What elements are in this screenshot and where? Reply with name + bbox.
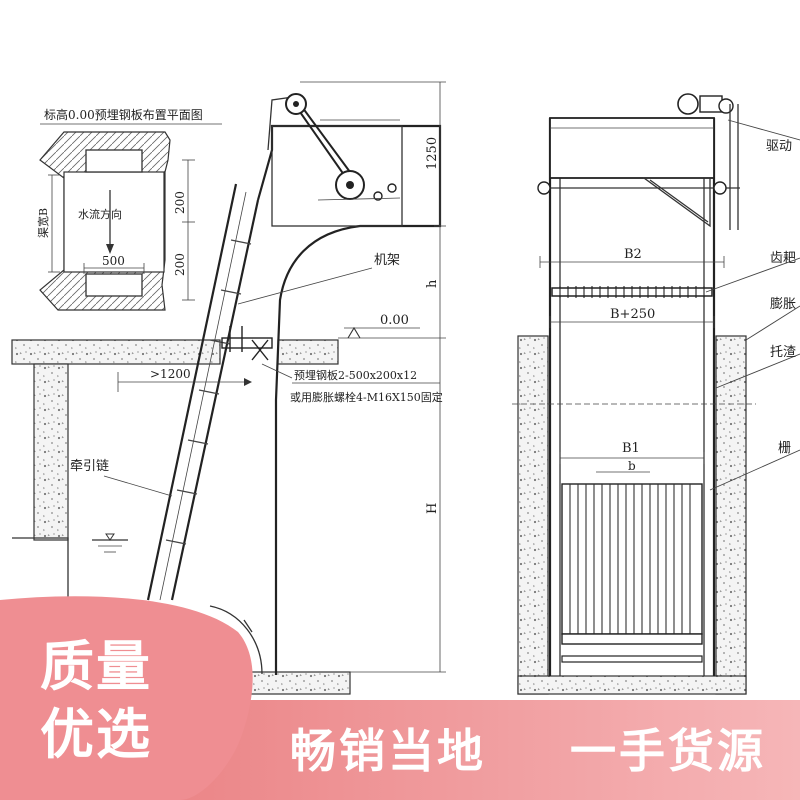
front-dim-B250: B+250 [610,307,655,322]
front-callout-2: 齿耙 [770,251,796,266]
front-dim-B2: B2 [624,247,642,262]
side-chain-label: 牵引链 [70,459,109,474]
side-left-wall [33,363,69,541]
front-screen [561,483,703,635]
front-callout-4: 托渣 [770,345,796,360]
plan-width-label: 渠宽B [36,208,50,238]
front-rake-teeth [559,286,705,298]
promo-banner [0,596,800,800]
front-callout-1: 驱动 [766,139,792,154]
slogan-right: 一手货源 [570,724,766,778]
front-screen-bars [569,484,691,634]
plan-view: 标高0.00预埋钢板布置平面图 水流方向 渠宽B 500 [36,107,222,311]
front-view: B2 B+250 [512,93,800,695]
front-callout-3: 膨胀 [770,297,796,312]
badge-line-1: 质量 [40,635,152,698]
side-anchor-bolts [221,326,273,361]
plan-dim-200-b: 200 [173,253,187,276]
badge-shape [0,596,253,800]
plan-dim-200-a: 200 [173,191,187,214]
badge-line-2: 优选 [40,703,152,766]
side-housing [271,125,403,227]
side-plate-note-2: 或用膨胀螺栓4-M16X150固定 [290,390,443,404]
side-view: 1250 h H 机架 0.00 >1200 [11,81,446,695]
front-top-housing [549,117,715,179]
side-ground-slab-right [277,339,339,365]
side-frame-label: 机架 [374,253,400,268]
plan-plate-bottom [85,273,143,297]
side-rail-rungs [165,239,252,545]
front-callout-5: 栅 [778,441,791,456]
front-callout-leaders [705,119,800,491]
side-elevation: 0.00 [380,313,409,328]
side-ground-slab [11,339,221,365]
plan-flow-label: 水流方向 [78,207,122,221]
side-H-label: H [425,503,440,514]
side-bottom-slab [239,671,351,695]
side-plate-note-1: 预埋钢板2-500x200x12 [294,368,417,382]
plan-dim-500: 500 [102,254,125,268]
front-left-wall [517,335,549,695]
front-dim-B1: B1 [622,441,640,456]
plan-title: 标高0.00预埋钢板布置平面图 [44,107,203,122]
front-right-wall [715,335,747,695]
front-motor [677,93,699,115]
front-floor [517,675,747,695]
slogan-left: 畅销当地 [290,724,486,778]
front-bottom-rake [561,633,703,645]
plan-channel [63,171,165,273]
front-dim-b: b [628,459,636,473]
plan-plate-top [85,149,143,173]
side-dim-1250: 1250 [425,137,440,170]
side-dim-1200: >1200 [150,367,191,381]
side-h-label: h [425,279,440,288]
